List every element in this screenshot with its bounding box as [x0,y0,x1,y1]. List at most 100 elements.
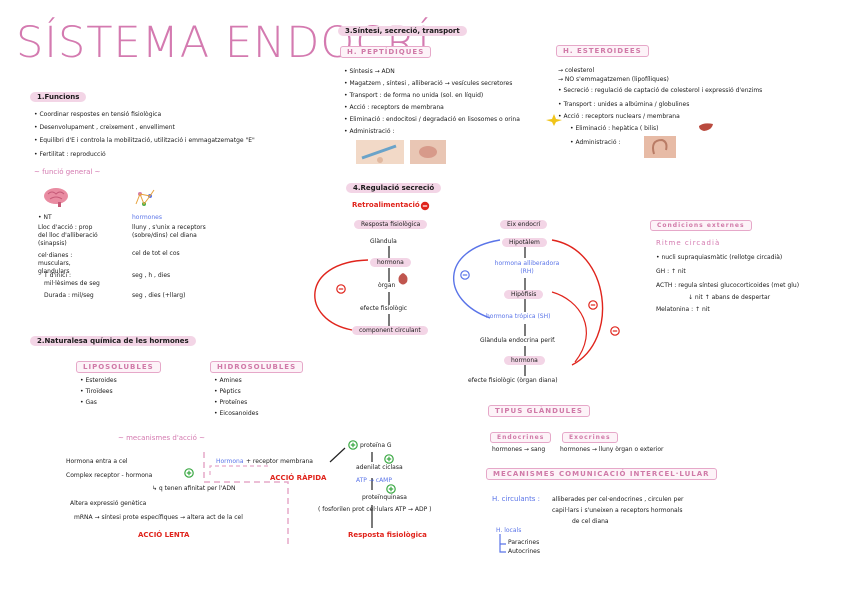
section-2-heading: 2.Naturalesa química de les hormones [30,336,196,346]
ear-image-icon [644,136,676,158]
mech-left-item: ↳ q tenen afinitat per l'ADN [152,485,236,492]
hidro-item: Proteïnes [214,399,247,406]
liposolubles-label: LIPOSOLUBLES [76,361,161,373]
mech-left-item: mRNA → síntesi prote específiques → alte… [74,514,243,521]
resposta-fisiologica-label: Resposta fisiològica [354,220,428,229]
condicions-externes-label: Condicions externes [650,220,752,231]
h-circulants-label: H. circulants : [492,495,541,503]
mecanismes-comunicacio-heading: MECANISMES COMUNICACIÓ INTERCEL·LULAR [486,468,717,480]
exocrines-text: hormones → lluny òrgan o exterior [560,446,664,453]
est-item: Acció : receptors nuclears / membrana [558,113,679,120]
peptidiques-label: H. PEPTÍDIQUES [340,46,432,58]
mech-left-item: Hormona entra a cel [66,458,128,465]
eix-chain-step: efecte fisiològic (òrgan diana) [468,377,558,384]
lipo-item: Tiroïdees [80,388,112,395]
cond-item: nucli supraquiasmàtic (rellotge circadià… [656,254,782,261]
mechanism-divider-2 [209,465,268,478]
nt-item: NT [38,214,51,221]
feedback-loop-red-2 [551,239,604,366]
organ-icon [398,273,408,285]
locals-item: Paracrines [508,539,540,546]
inhibition-minus-icon [610,326,620,336]
pep-item: Eliminació : endocitosi / degradació en … [344,116,519,123]
est-item: Eliminació : hepàtica ( bilis) [570,125,658,132]
hidro-item: Pèptics [214,388,240,395]
retroalimentacio-label: Retroalimentació [352,201,420,209]
funcio-item: Equilibri d'E i controla la mobilització… [34,137,254,144]
eix-endocri-label: Eix endocrí [500,220,548,229]
nt-item: Lloc d'acció : prop del lloc d'alliberac… [38,224,98,247]
activation-plus-icon [384,454,394,464]
eix-chain-step: Glàndula endocrina perif. [480,337,556,344]
funcio-general-heading: ~ funció general ~ [34,168,101,176]
neuron-network-icon [135,189,155,206]
h-circulants-text: de cel diana [572,518,609,525]
est-item: Transport : unides a albúmina / globulin… [558,101,689,108]
hidrosolubles-label: HIDROSOLUBLES [210,361,304,373]
brain-icon [44,188,68,207]
section-4-heading: 4.Regulació secreció [346,183,442,193]
funcio-item: Desenvolupament , creixement , envellime… [34,124,174,131]
resp-chain-step: efecte fisiològic [360,305,408,312]
hidro-item: Eicosanoides [214,410,258,417]
cascade-step: proteïnquinasa [362,494,407,501]
feedback-loop-red-3 [551,291,587,363]
endocrines-label: Endocrines [490,432,552,443]
inhibition-minus-icon [460,270,470,280]
lipo-item: Gas [80,399,96,406]
funcio-item: Fertilitat : reproducció [34,151,105,158]
ritme-circadia: Ritme circadià [656,239,721,247]
accio-rapida: ACCIÓ RÀPIDA [270,474,327,482]
injection-image-icon [356,140,404,164]
h-locals-label: H. locals [496,527,522,534]
pep-item: Transport : de forma no unida (sol. en l… [344,92,483,99]
receptor-membrana: + receptor membrana [246,458,313,465]
section-1-heading: 1.Funcions [30,92,87,102]
feedback-loop-blue [453,239,501,319]
exocrines-label: Exocrines [562,432,618,443]
cond-item: ACTH : regula síntesi glucocorticoides (… [656,282,800,289]
resp-chain-step: hormona [370,258,411,267]
mecanismes-heading: ~ mecanismes d'acció ~ [118,434,206,442]
activation-plus-icon [184,468,194,478]
lipo-item: Esteroides [80,377,116,384]
resp-chain-step: Glàndula [370,238,397,245]
hormona-word: Hormona [216,458,244,465]
mech-left-item: Altera expressió genètica [70,500,147,507]
h-circulants-text: capil·lars i s'uneixen a receptors hormo… [552,507,683,514]
cond-item: GH : ↑ nit [656,268,686,275]
cascade-step: ( fosforilen prot cel·lulars ATP → ADP ) [318,506,432,513]
hormones-item: seg , dies (+llarg) [132,292,186,299]
pep-item: Administració : [344,128,394,135]
resp-chain-step: òrgan [378,282,396,289]
sparkle-icon [546,114,562,126]
feedback-loop-red [314,259,369,331]
nt-item: cel·dianes : musculars, glandulars [38,252,73,275]
activation-plus-icon [386,484,396,494]
inhibition-minus-icon [336,284,346,294]
est-item: → colesterol [558,67,595,74]
cascade-step: proteïna G [360,442,392,449]
hormones-item: lluny , s'unix a receptors (sobre/dins) … [132,224,206,239]
skin-patch-image-icon [410,140,446,164]
endocrines-text: hormones → sang [492,446,546,453]
resp-chain-step: component circulant [352,326,428,335]
hidro-item: Amines [214,377,241,384]
h-circulants-text: alliberades per cel·endocrines , circule… [552,496,684,503]
esteroidees-label: H. ESTEROIDEES [556,45,649,57]
eix-chain-step: hormona [504,356,545,365]
activation-plus-icon [348,440,358,450]
inhibition-minus-icon [420,201,430,211]
est-item: → NO s'emmagatzemen (lipofíliques) [558,76,669,83]
hormones-item: cel de tot el cos [132,250,180,257]
cascade-step: adenilat ciclasa [356,464,403,471]
nt-item: T d'inici : mil·lèsimes de seg [44,272,100,287]
eix-chain-step: Hipotàlem [502,238,547,247]
funcio-item: Coordinar respostes en tensió fisiològic… [34,111,161,118]
accio-lenta: ACCIÓ LENTA [138,531,190,539]
mech-left-item: Complex receptor - hormona [66,472,153,479]
hormones-item: seg , h , dies [132,272,171,279]
pep-item: Acció : receptors de membrana [344,104,443,111]
liver-icon [699,123,713,131]
